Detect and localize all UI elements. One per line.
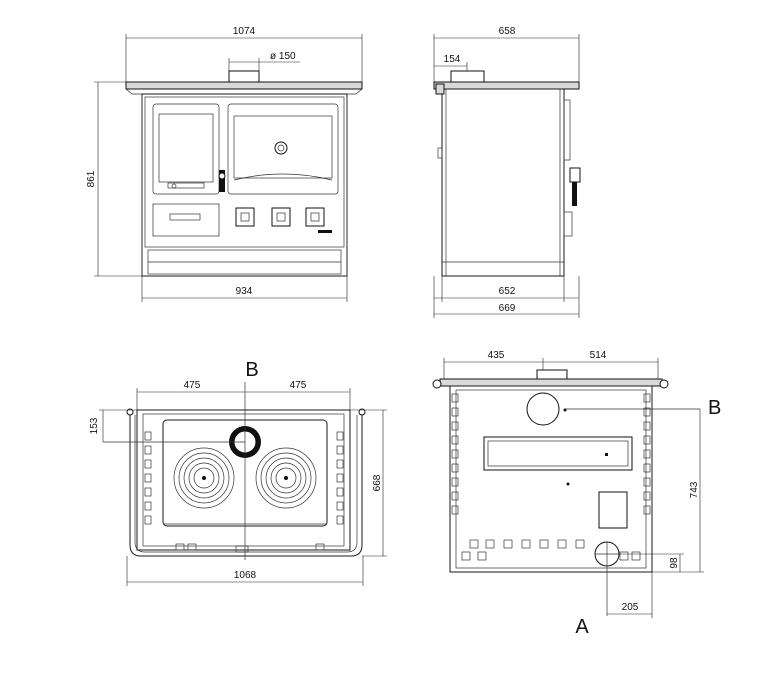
rear-view: 435 514 B 743 98 205 A — [432, 350, 721, 638]
front-oven-door — [227, 103, 339, 195]
side-body — [441, 88, 565, 277]
dim-top-width: 1068 — [234, 570, 257, 581]
rear-flue-outlet — [526, 392, 560, 426]
top-view: B — [89, 359, 387, 586]
label-rear-a: A — [575, 616, 589, 638]
rear-access-panel — [598, 491, 628, 529]
dim-top-half-right: 475 — [290, 380, 307, 391]
label-rear-b: B — [708, 397, 721, 419]
dim-top-half-left: 475 — [184, 380, 201, 391]
dim-rear-bottom-height: 98 — [669, 557, 680, 569]
dim-front-width-base: 934 — [236, 286, 253, 297]
rear-vent-panel — [483, 436, 633, 471]
top-hob-ring-right — [255, 447, 317, 509]
top-side-vents — [144, 431, 344, 525]
side-view: 658 154 652 669 — [433, 26, 581, 318]
dim-side-depth-body: 652 — [499, 286, 516, 297]
dim-rear-offset-left: 435 — [488, 350, 505, 361]
label-top-b: B — [245, 359, 258, 381]
front-knob-1 — [235, 207, 255, 227]
front-ash-drawer — [152, 203, 220, 237]
front-firebox-door — [152, 103, 220, 195]
dim-side-depth-base: 669 — [499, 303, 516, 314]
dim-side-depth-total: 658 — [499, 26, 516, 37]
front-top-plate — [125, 81, 363, 90]
rear-flue-collar — [536, 369, 568, 380]
dim-top-flue-offset: 153 — [89, 417, 100, 434]
top-frame — [136, 409, 351, 551]
side-top-plate — [433, 81, 580, 90]
front-view: 1074 ø 150 861 934 — [86, 26, 363, 302]
front-oven-thermometer — [274, 141, 288, 155]
top-handle-rail — [129, 415, 363, 557]
dim-rear-bottom-offset: 205 — [622, 602, 639, 613]
dim-flue-diameter: ø 150 — [270, 51, 296, 62]
dim-front-height: 861 — [86, 170, 97, 187]
dim-rear-height: 743 — [689, 481, 700, 498]
dim-top-depth: 668 — [372, 474, 383, 491]
rear-top-rail — [439, 378, 663, 387]
front-body — [141, 93, 348, 277]
front-knob-2 — [271, 207, 291, 227]
dim-rear-offset-right: 514 — [590, 350, 607, 361]
rear-body — [449, 385, 653, 573]
dim-side-flue-offset: 154 — [444, 54, 461, 65]
side-flue-collar — [450, 70, 485, 83]
top-hob-ring-left — [173, 447, 235, 509]
front-flue-collar — [228, 70, 260, 83]
rear-fittings-row — [461, 539, 641, 561]
front-knob-3 — [305, 207, 325, 227]
rear-side-slots — [451, 393, 651, 515]
dim-front-width-top: 1074 — [233, 26, 256, 37]
